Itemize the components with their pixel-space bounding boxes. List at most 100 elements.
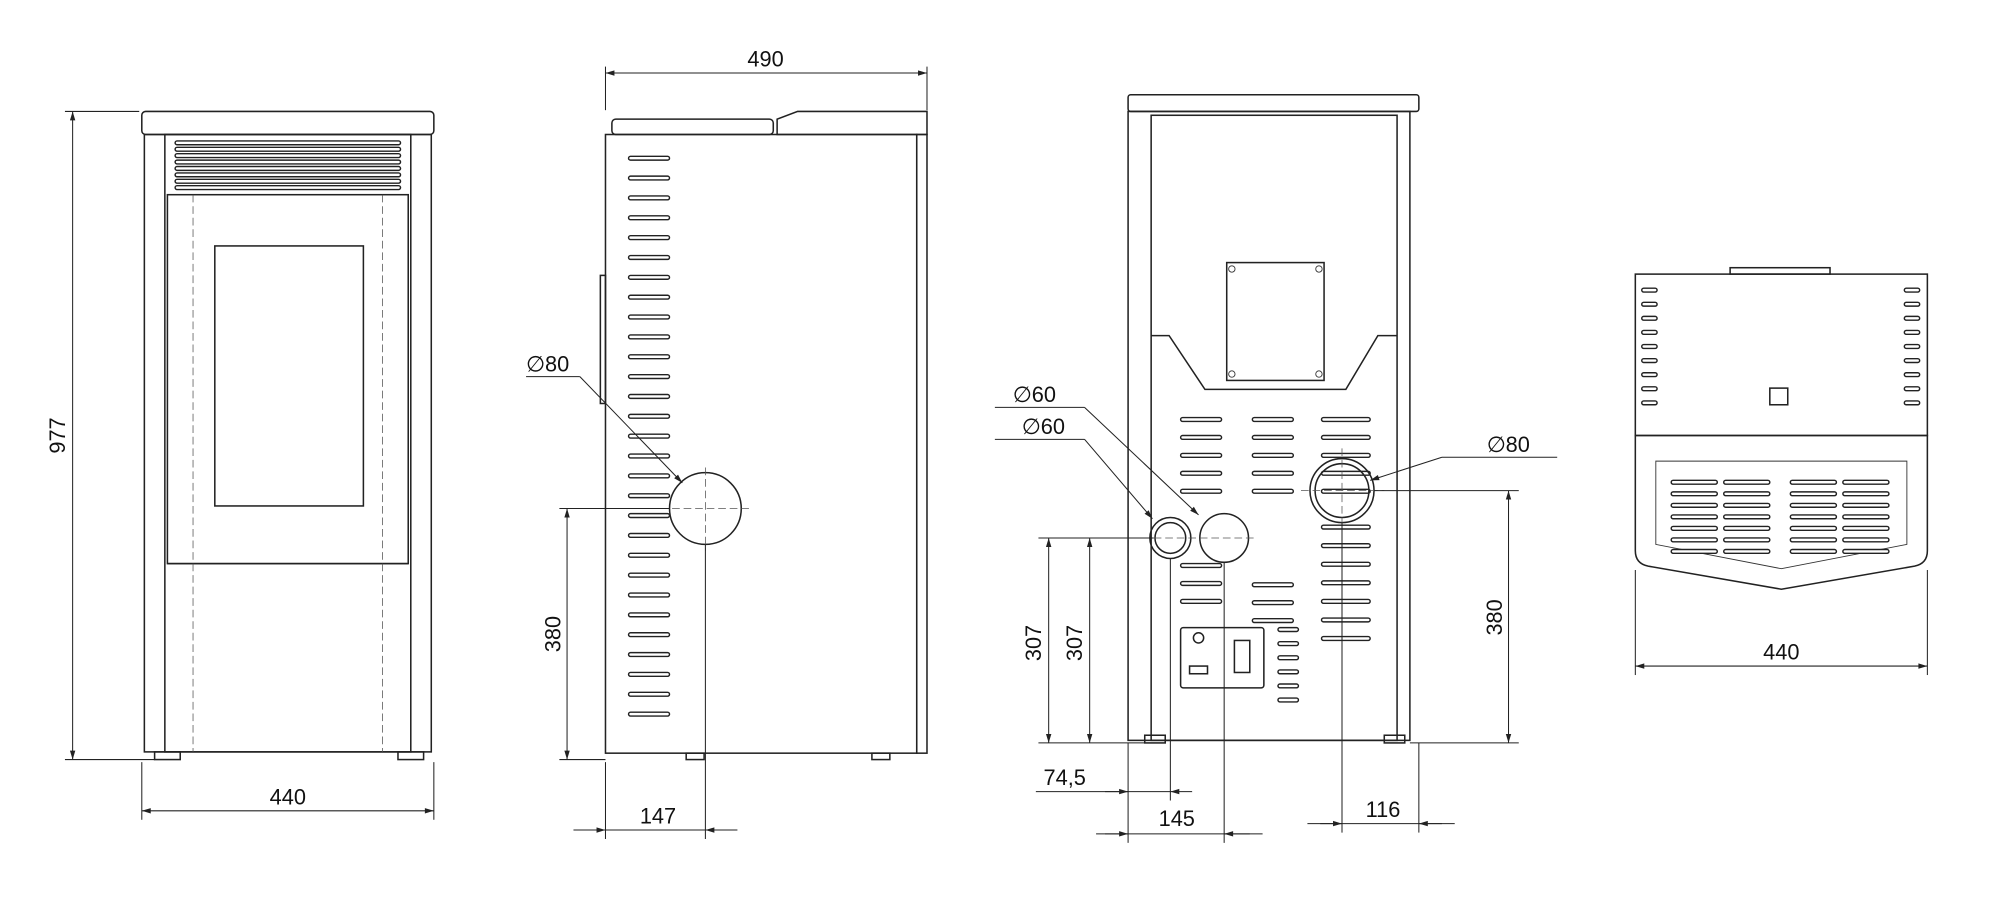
louver-slot bbox=[1277, 641, 1300, 647]
louver-slot bbox=[1320, 617, 1371, 623]
louver-slot bbox=[1670, 491, 1719, 497]
louver-slot bbox=[627, 413, 671, 419]
louver-slot bbox=[1723, 548, 1771, 555]
louver-slot bbox=[627, 572, 671, 578]
louver-slot bbox=[1789, 514, 1838, 520]
louver-slot bbox=[1903, 301, 1921, 307]
louver-slot bbox=[1842, 548, 1890, 555]
back-view: ∅60 ∅60 ∅80 307 307 380 74,5 145 116 bbox=[994, 94, 1558, 843]
louver-slot bbox=[627, 254, 671, 261]
side-louvers bbox=[627, 155, 671, 717]
side-flue-diameter-label: ∅80 bbox=[526, 351, 569, 376]
louver-slot bbox=[1789, 525, 1838, 531]
inlet1-offset-label: 74,5 bbox=[1044, 765, 1086, 790]
louver-slot bbox=[1641, 287, 1658, 293]
louver-slot bbox=[1641, 315, 1658, 321]
louver-slot bbox=[627, 512, 671, 519]
louver-slot bbox=[1320, 434, 1371, 441]
louver-slot bbox=[174, 178, 402, 184]
front-width-label: 440 bbox=[270, 784, 306, 809]
louver-slot bbox=[1641, 357, 1658, 364]
louver-slot bbox=[1277, 655, 1300, 661]
louver-slot bbox=[1277, 683, 1300, 689]
louver-slot bbox=[1277, 697, 1300, 703]
louver-slot bbox=[1179, 562, 1223, 569]
louver-slot bbox=[627, 493, 671, 499]
louver-slot bbox=[627, 612, 671, 618]
inlet2-diameter-label: ∅60 bbox=[1022, 414, 1065, 439]
louver-slot bbox=[1251, 582, 1295, 588]
louver-slot bbox=[627, 532, 671, 539]
louver-slot bbox=[174, 165, 402, 172]
louver-slot bbox=[1251, 600, 1295, 606]
louver-slot bbox=[1641, 400, 1658, 406]
louver-slot bbox=[1903, 329, 1921, 336]
louver-slot bbox=[1251, 452, 1295, 458]
louver-slot bbox=[627, 671, 671, 678]
louver-slot bbox=[1251, 434, 1295, 441]
louver-slot bbox=[174, 140, 402, 146]
louver-slot bbox=[627, 592, 671, 598]
louver-slot bbox=[1179, 434, 1223, 441]
louver-slot bbox=[627, 274, 671, 280]
louver-slot bbox=[174, 153, 402, 159]
louver-slot bbox=[627, 234, 671, 241]
louver-slot bbox=[174, 185, 402, 191]
louver-slot bbox=[1670, 537, 1719, 543]
inlet2-offset-label: 145 bbox=[1159, 806, 1195, 831]
louver-slot bbox=[1320, 561, 1371, 567]
louver-slot bbox=[627, 294, 671, 300]
louver-slot bbox=[627, 453, 671, 459]
front-grille bbox=[174, 140, 402, 191]
louver-slot bbox=[1320, 543, 1371, 549]
louver-slot bbox=[1723, 525, 1771, 531]
louver-slot bbox=[1320, 416, 1371, 423]
top-louvers bbox=[1641, 287, 1921, 555]
louver-slot bbox=[627, 651, 671, 658]
louver-slot bbox=[1789, 548, 1838, 555]
louver-slot bbox=[1179, 470, 1223, 476]
louver-slot bbox=[1670, 502, 1719, 508]
side-depth-label: 490 bbox=[747, 47, 783, 72]
louver-slot bbox=[627, 334, 671, 340]
back-flue-diameter-label: ∅80 bbox=[1487, 432, 1530, 457]
louver-slot bbox=[1641, 329, 1658, 336]
louver-slot bbox=[1179, 416, 1223, 423]
louver-slot bbox=[627, 552, 671, 558]
louver-slot bbox=[1277, 626, 1300, 633]
control-panel bbox=[1179, 626, 1265, 689]
louver-slot bbox=[1903, 315, 1921, 321]
louver-slot bbox=[1670, 548, 1719, 555]
louver-slot bbox=[627, 314, 671, 320]
inlet1-height-label: 307 bbox=[1021, 625, 1046, 661]
louver-slot bbox=[1789, 502, 1838, 508]
louver-slot bbox=[627, 473, 671, 479]
louver-slot bbox=[1179, 580, 1223, 587]
louver-slot bbox=[1723, 514, 1771, 520]
louver-slot bbox=[1842, 525, 1890, 531]
louver-slot bbox=[627, 393, 671, 400]
louver-slot bbox=[1723, 537, 1771, 543]
louver-slot bbox=[1320, 580, 1371, 586]
louver-slot bbox=[1723, 479, 1771, 485]
louver-slot bbox=[1179, 488, 1223, 494]
louver-slot bbox=[627, 195, 671, 201]
front-view: 977 440 bbox=[45, 110, 435, 820]
louver-slot bbox=[1251, 416, 1295, 423]
louver-slot bbox=[1723, 491, 1771, 497]
louver-slot bbox=[1670, 525, 1719, 531]
louver-slot bbox=[1723, 502, 1771, 508]
louver-slot bbox=[1789, 479, 1838, 485]
louver-slot bbox=[1842, 491, 1890, 497]
louver-slot bbox=[174, 172, 402, 178]
louver-slot bbox=[1789, 537, 1838, 543]
louver-slot bbox=[1320, 488, 1371, 494]
louver-slot bbox=[1789, 491, 1838, 497]
louver-slot bbox=[1320, 452, 1371, 458]
inlet1-diameter-label: ∅60 bbox=[1013, 382, 1056, 407]
louver-slot bbox=[1251, 488, 1295, 494]
louver-slot bbox=[627, 691, 671, 697]
louver-slot bbox=[1641, 386, 1658, 392]
louver-slot bbox=[1670, 514, 1719, 520]
